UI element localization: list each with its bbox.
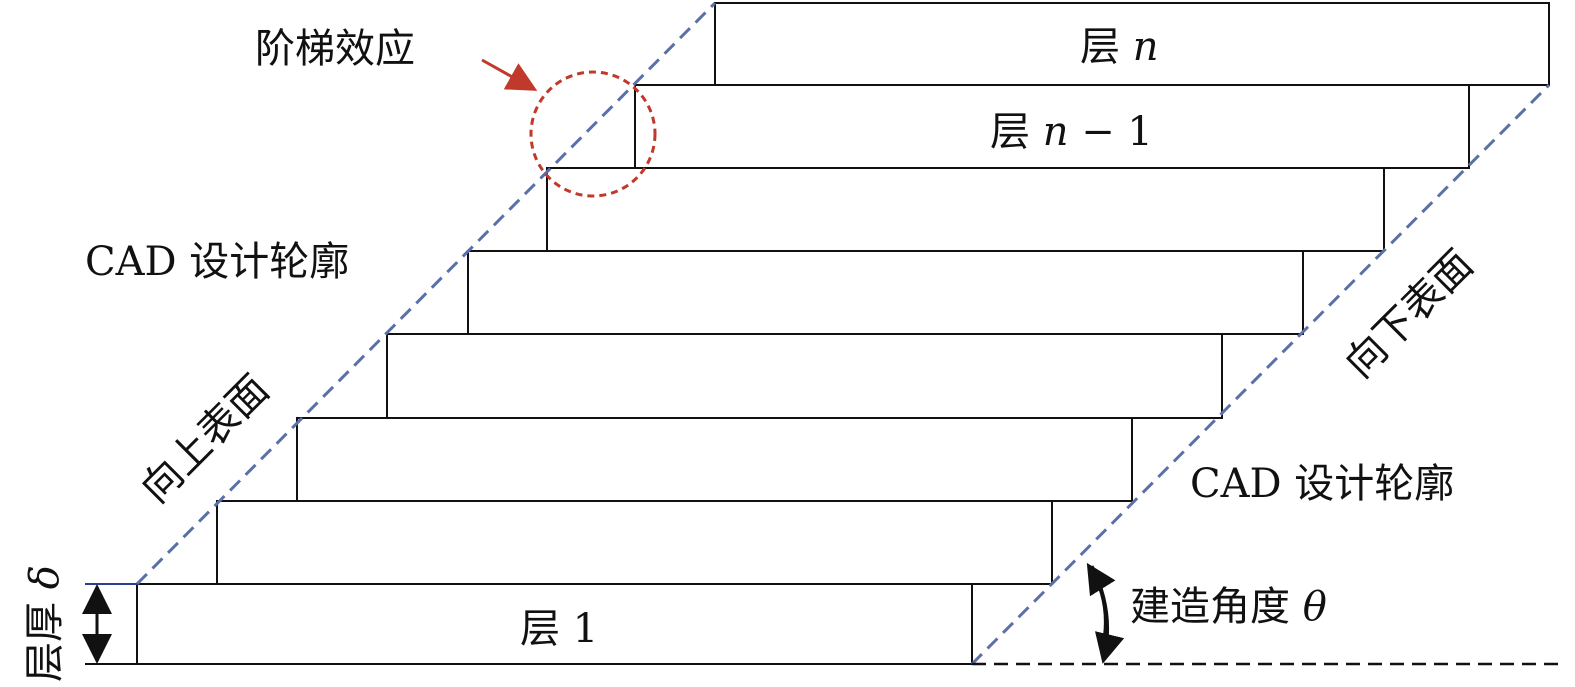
layer-thickness-label: 层厚 δ [22,565,68,682]
stair-effect-label: 阶梯效应 [255,26,415,72]
cad-contour-label-left: CAD 设计轮廓 [85,239,349,285]
stair-effect-arrow [481,58,538,91]
downward-surface-label: 向下表面 [1337,241,1483,387]
cad-contour-label-right: CAD 设计轮廓 [1190,461,1454,507]
layers [136,2,1550,665]
layer-5 [467,250,1304,335]
layer-6 [546,167,1385,252]
upward-surface-label: 向上表面 [133,366,279,512]
build-angle-label: 建造角度 θ [1130,584,1327,630]
build-angle-arrow-up [1086,562,1116,641]
cad-contour-upward [135,1,717,586]
layer-n [714,2,1550,86]
layer-1 [136,583,973,665]
stair-effect-circle [529,70,657,198]
layer-4 [386,333,1223,419]
layer-1-label: 层 1 [520,606,598,652]
layer-2 [216,500,1053,585]
layer-n-label: 层 n [1080,24,1158,70]
cad-contour-downward [970,83,1551,666]
layer-n-minus-1-label: 层 n − 1 [990,109,1153,155]
layer-3 [296,417,1133,502]
layer-n-minus-1 [634,84,1470,169]
